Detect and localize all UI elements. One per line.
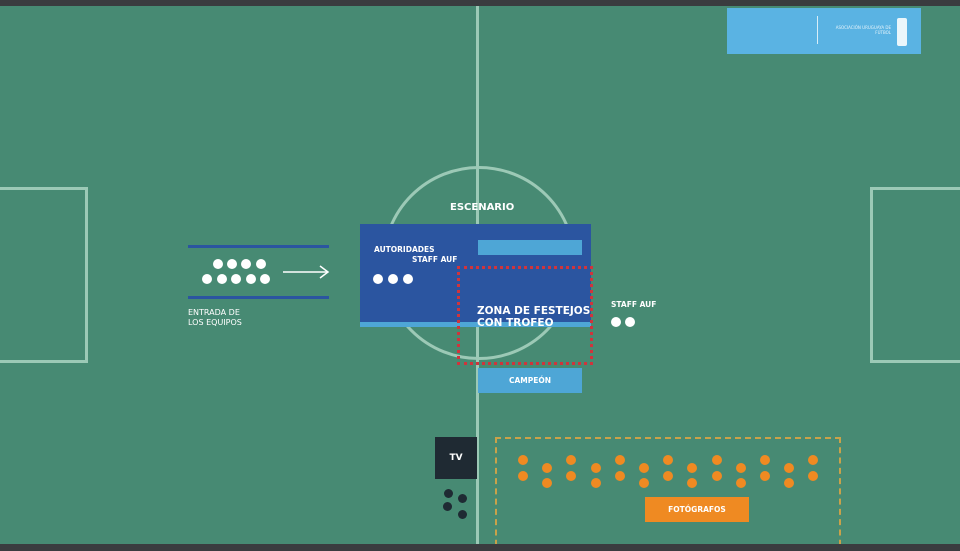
stage-screen bbox=[478, 240, 582, 255]
photographer-dot bbox=[735, 478, 746, 488]
player-dot bbox=[217, 274, 227, 284]
player-dot bbox=[213, 259, 223, 269]
logo-text: ASOCIACIÓN URUGUAYA DE FÚTBOL bbox=[835, 25, 891, 35]
player-dot bbox=[227, 259, 237, 269]
player-dot bbox=[231, 274, 241, 284]
soccer-field: ASOCIACIÓN URUGUAYA DE FÚTBOL ENTRADA DE… bbox=[0, 6, 960, 544]
trophy-celebration-zone bbox=[457, 266, 593, 365]
tv-label: TV bbox=[449, 453, 463, 463]
camera-operator-dot bbox=[457, 509, 467, 519]
photographer-dot bbox=[663, 471, 674, 481]
photographer-dot bbox=[542, 463, 553, 473]
photographers-label: FOTÓGRAFOS bbox=[668, 505, 726, 514]
photographer-dot bbox=[760, 455, 770, 465]
auf-crest-icon bbox=[897, 18, 907, 46]
photographer-dot bbox=[711, 471, 722, 481]
photographer-dot bbox=[639, 478, 649, 488]
photographer-dot bbox=[518, 455, 528, 465]
player-dot bbox=[241, 259, 251, 269]
photographer-dot bbox=[614, 471, 625, 481]
photographer-dot bbox=[590, 463, 601, 473]
player-dot bbox=[246, 274, 256, 284]
authorities-label: AUTORIDADES bbox=[374, 245, 435, 254]
photographer-dot bbox=[808, 471, 819, 481]
entrance-line-top bbox=[188, 245, 329, 248]
photographer-dot bbox=[639, 463, 649, 473]
player-dot bbox=[202, 274, 212, 284]
staff-dot bbox=[373, 274, 383, 284]
photographer-dot bbox=[784, 463, 795, 473]
camera-operator-dot bbox=[443, 488, 453, 498]
player-dot bbox=[260, 274, 270, 284]
champion-box: CAMPEÓN bbox=[478, 368, 582, 393]
trophy-zone-label-line1: ZONA DE FESTEJOS bbox=[477, 305, 591, 317]
staff-dot bbox=[625, 317, 635, 327]
staff-dot bbox=[611, 317, 621, 327]
staff-dot bbox=[403, 274, 413, 284]
photographer-dot bbox=[590, 478, 601, 488]
photographers-box: FOTÓGRAFOS bbox=[645, 497, 749, 522]
photographer-dot bbox=[614, 455, 625, 465]
right-staff-label: STAFF AUF bbox=[611, 300, 657, 309]
photographer-dot bbox=[518, 471, 528, 481]
auf-logo-banner: ASOCIACIÓN URUGUAYA DE FÚTBOL bbox=[727, 8, 921, 54]
camera-operator-dot bbox=[457, 493, 467, 503]
photographer-dot bbox=[566, 471, 577, 481]
photographer-dot bbox=[687, 463, 698, 473]
right-penalty-area bbox=[870, 187, 960, 363]
player-dot bbox=[256, 259, 266, 269]
stage-label: ESCENARIO bbox=[450, 202, 515, 213]
left-penalty-area bbox=[0, 187, 88, 363]
logo-divider bbox=[817, 16, 818, 44]
staff-dot bbox=[388, 274, 398, 284]
arrow-right-icon bbox=[283, 265, 330, 279]
photographer-dot bbox=[711, 455, 722, 465]
entrance-label: ENTRADA DE LOS EQUIPOS bbox=[188, 308, 242, 328]
trophy-zone-label-line2: CON TROFEO bbox=[477, 317, 554, 329]
entrance-label-line1: ENTRADA DE bbox=[188, 308, 240, 317]
entrance-label-line2: LOS EQUIPOS bbox=[188, 318, 242, 327]
photographer-dot bbox=[735, 463, 746, 473]
photographer-dot bbox=[760, 471, 770, 481]
photographers-zone bbox=[495, 437, 841, 544]
photographer-dot bbox=[566, 455, 577, 465]
stage-edge bbox=[360, 322, 591, 327]
champion-label: CAMPEÓN bbox=[508, 376, 552, 385]
tv-box: TV bbox=[435, 437, 477, 479]
stage-staff-label: STAFF AUF bbox=[412, 255, 458, 264]
entrance-line-bottom bbox=[188, 296, 329, 299]
photographer-dot bbox=[542, 478, 553, 488]
camera-operator-dot bbox=[442, 501, 452, 511]
photographer-dot bbox=[687, 478, 698, 488]
photographer-dot bbox=[808, 455, 819, 465]
photographer-dot bbox=[663, 455, 674, 465]
photographer-dot bbox=[784, 478, 795, 488]
trophy-zone-label: ZONA DE FESTEJOS CON TROFEO bbox=[477, 305, 590, 329]
